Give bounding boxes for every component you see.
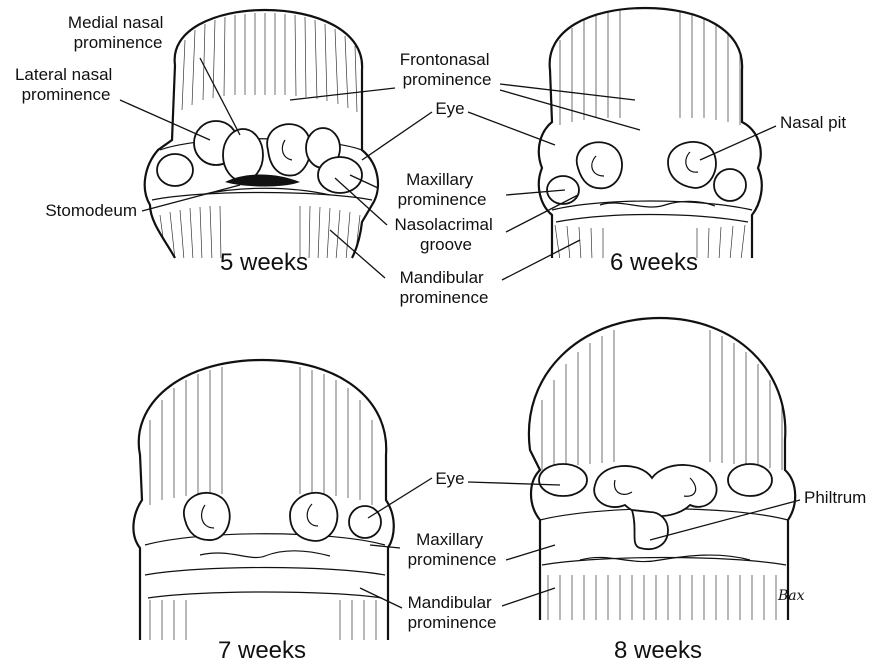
- label-lateral-nasal: Lateral nasal prominence: [15, 65, 117, 104]
- maxillary-prominence-right-6wk: [714, 169, 746, 201]
- medial-nasal-prominence-right: [267, 124, 311, 175]
- nostril-left-7wk: [184, 493, 230, 540]
- panel-6-weeks: 6 weeks: [539, 8, 762, 276]
- panel-8-weeks: Bax 8 weeks: [529, 318, 805, 664]
- philtrum-8wk: [632, 510, 668, 549]
- label-stomodeum: Stomodeum: [45, 201, 137, 220]
- eye-left-8wk: [539, 464, 587, 496]
- label-maxillary-top: Maxillary prominence: [398, 170, 487, 209]
- label-mandibular-top: Mandibular prominence: [400, 268, 489, 307]
- label-maxillary-bottom: Maxillary prominence: [408, 530, 497, 569]
- label-nasal-pit: Nasal pit: [780, 113, 846, 132]
- head-outline-5wk: [145, 10, 378, 258]
- medial-nasal-prominence-left: [223, 129, 263, 181]
- panel-5-weeks: 5 weeks: [145, 10, 378, 276]
- label-eye-top: Eye: [435, 99, 464, 118]
- head-outline-7wk: [133, 360, 393, 640]
- label-frontonasal: Frontonasal prominence: [400, 50, 495, 89]
- label-mandibular-bottom: Mandibular prominence: [408, 593, 497, 632]
- label-nasolacrimal: Nasolacrimal groove: [395, 215, 498, 254]
- maxillary-prominence-left-5wk: [157, 154, 193, 186]
- eye-7wk: [349, 506, 381, 538]
- panel-7-weeks: 7 weeks: [133, 360, 393, 664]
- label-philtrum: Philtrum: [804, 488, 866, 507]
- label-medial-nasal: Medial nasal prominence: [68, 13, 168, 52]
- label-eye-bottom: Eye: [435, 469, 464, 488]
- caption-6-weeks: 6 weeks: [610, 249, 698, 276]
- caption-5-weeks: 5 weeks: [220, 249, 308, 276]
- caption-8-weeks: 8 weeks: [614, 637, 702, 664]
- artist-signature: Bax: [777, 588, 805, 604]
- maxillary-prominence-right-5wk: [318, 157, 362, 193]
- caption-7-weeks: 7 weeks: [218, 637, 306, 664]
- eye-right-8wk: [728, 464, 772, 496]
- nostril-right-7wk: [290, 493, 337, 541]
